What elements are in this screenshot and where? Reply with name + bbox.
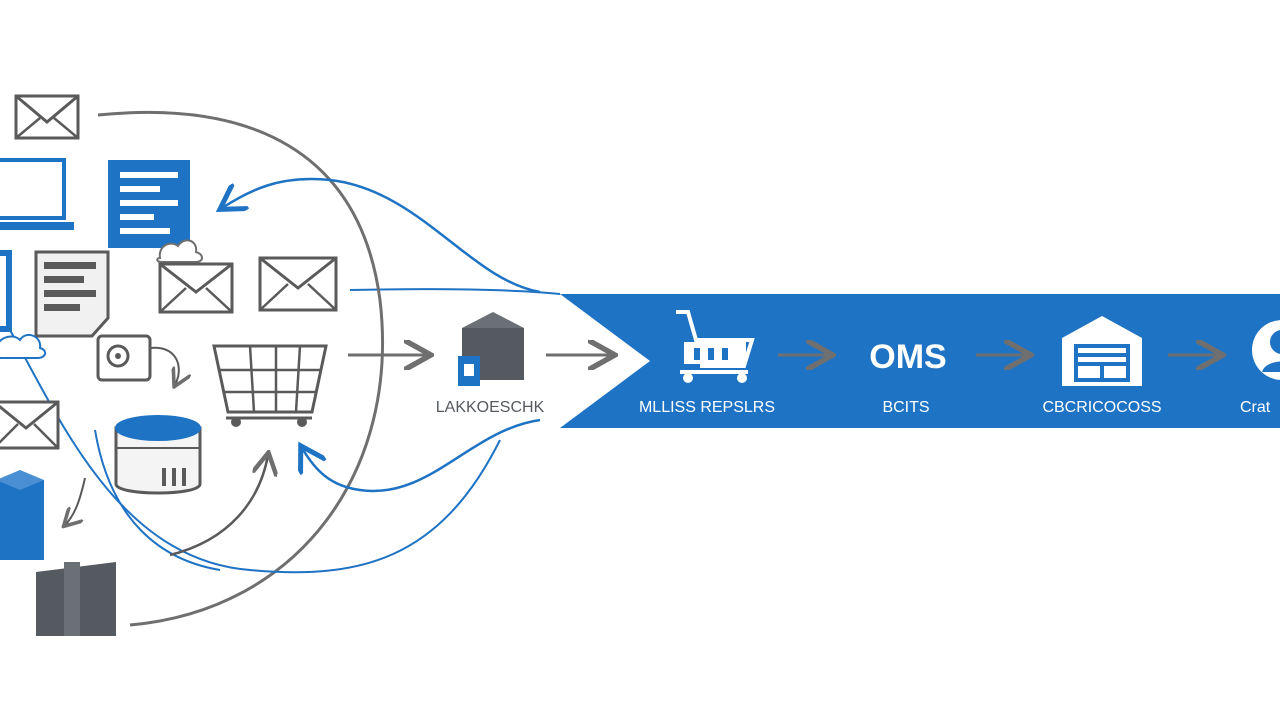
stage-label-person: Crat [1240, 399, 1271, 416]
cluster-boundary [97, 111, 385, 627]
package-icon [36, 562, 116, 636]
cloud-icon [156, 239, 203, 263]
paper-icon [34, 250, 110, 338]
stage-label-warehouse: CBCRICOCOSS [1042, 399, 1161, 416]
envelope-icon [0, 400, 60, 450]
feedback-curve-bottom [302, 418, 541, 493]
shopping-cart-icon [676, 310, 755, 383]
curved-arrow-box [65, 477, 86, 525]
package-icon [458, 312, 524, 386]
shopping-cart-icon [212, 344, 328, 427]
tablet-icon [0, 250, 12, 332]
funnel-top-edge [349, 288, 561, 295]
flow-curve-left [94, 429, 221, 571]
curved-arrow-webcam [149, 346, 179, 385]
envelope-icon [258, 256, 338, 312]
laptop-icon [0, 158, 74, 230]
cloud-icon [0, 333, 46, 359]
person-icon [1252, 320, 1280, 380]
stage-label-oms: BCITS [882, 399, 929, 416]
flow-curve-inner [9, 329, 501, 574]
warehouse-icon [1062, 316, 1142, 386]
feedback-curve-top [222, 177, 541, 294]
database-icon [114, 415, 202, 495]
curved-arrow-lower [169, 455, 268, 557]
stage-label-lakkoeschk: LAKKOESCHK [436, 399, 545, 416]
stage-label-cart: MLLISS REPSLRS [639, 399, 775, 416]
envelope-icon [14, 94, 80, 140]
oms-title: OMS [869, 338, 946, 376]
document-icon [108, 160, 190, 248]
box-icon [0, 470, 44, 560]
envelope-icon [158, 262, 234, 314]
webcam-icon [96, 334, 152, 382]
